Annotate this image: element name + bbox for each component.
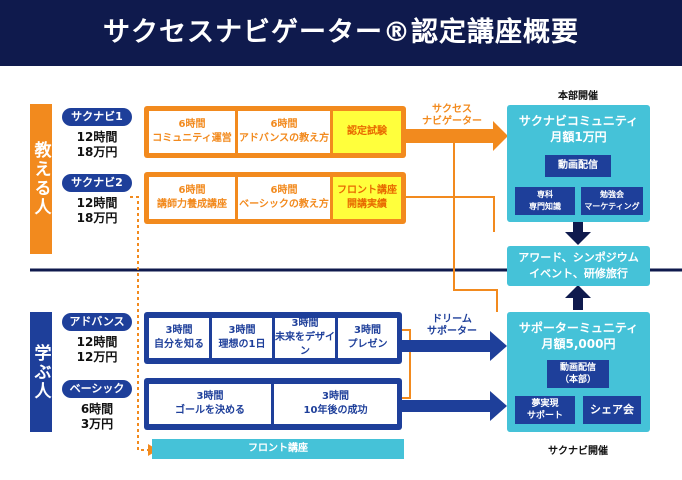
- navi1-price: 18万円: [76, 145, 118, 159]
- navi1-cell-community: 6時間 コミュニティ運営: [149, 111, 235, 153]
- success-navigator-arrow-shaft: [405, 129, 493, 143]
- community-study-box: 勉強会 マーケティング: [581, 187, 643, 215]
- advance-hours: 12時間: [76, 335, 118, 349]
- page-title: サクセスナビゲーター®認定講座概要: [0, 0, 682, 66]
- basic-to-supporter-arrow-shaft: [400, 400, 492, 412]
- basic-cell-decide-goal: 3時間 ゴールを決める: [149, 384, 271, 424]
- advance-price: 12万円: [76, 350, 118, 364]
- navi2-cell-basic-teaching: 6時間 ベーシックの教え方: [238, 177, 330, 219]
- supporter-title: サポーターミュニティ 月額5,000円: [518, 321, 639, 351]
- supporter-to-award-arrow-shaft: [573, 296, 583, 310]
- navi2-hours: 12時間: [76, 196, 118, 210]
- navi2-price: 18万円: [76, 211, 118, 225]
- supporter-dream-box: 夢実現 サポート: [515, 396, 575, 424]
- advance-label: アドバンス: [62, 313, 132, 331]
- supporter-to-award-arrow-head: [565, 285, 591, 298]
- basic-row: 3時間 ゴールを決める 3時間 10年後の成功: [144, 378, 402, 430]
- supporter-video-box: 動画配信 （本部）: [547, 360, 609, 388]
- basic-hours: 6時間: [80, 402, 114, 416]
- advance-cell-know-self: 3時間 自分を知る: [149, 318, 209, 358]
- basic-price: 3万円: [80, 417, 114, 431]
- basic-label: ベーシック: [62, 380, 132, 398]
- navi2-row: 6時間 講師力養成講座 6時間 ベーシックの教え方 フロント講座 開講実績: [144, 172, 406, 224]
- front-course-bar: フロント講座: [152, 439, 404, 459]
- bottom-caption: サクナビ開催: [548, 446, 608, 457]
- basic-to-supporter-arrow-head: [490, 391, 507, 421]
- advance-cell-ideal-day: 3時間 理想の1日: [212, 318, 272, 358]
- advance-cell-presentation: 3時間 プレゼン: [338, 318, 397, 358]
- community-video-box: 動画配信: [545, 155, 611, 177]
- dream-supporter-arrow-shaft: [400, 340, 492, 352]
- navi2-label: サクナビ2: [62, 174, 132, 192]
- navi2-cell-front-record: フロント講座 開講実績: [333, 177, 401, 219]
- advance-cell-design-future: 3時間 未来をデザイン: [275, 318, 335, 358]
- navi2-to-award-line: [405, 196, 495, 232]
- community-title: サクナビコミュニティ 月額1万円: [518, 114, 639, 144]
- navi1-row: 6時間 コミュニティ運営 6時間 アドバンスの教え方 認定試験: [144, 106, 406, 158]
- navi1-hours: 12時間: [76, 130, 118, 144]
- community-to-award-arrow-shaft: [573, 222, 583, 232]
- navi1-label: サクナビ1: [62, 108, 132, 126]
- community-specialty-box: 専科 専門知識: [515, 187, 575, 215]
- supporter-share-box: シェア会: [583, 396, 641, 424]
- community-box: サクナビコミュニティ 月額1万円 動画配信 専科 専門知識 勉強会 マーケティン…: [507, 105, 650, 222]
- dream-supporter-label: ドリーム サポーター: [427, 314, 477, 337]
- learn-section-label: 学ぶ人: [30, 312, 52, 432]
- navi1-cell-exam: 認定試験: [333, 111, 401, 153]
- navi1-cell-advance-teaching: 6時間 アドバンスの教え方: [238, 111, 330, 153]
- community-to-award-arrow-head: [565, 232, 591, 245]
- supporter-box: サポーターミュニティ 月額5,000円 動画配信 （本部） 夢実現 サポート シ…: [507, 312, 650, 432]
- top-caption: 本部開催: [558, 91, 598, 102]
- navi-to-supporter-line: [453, 136, 498, 312]
- success-navigator-label: サクセス ナビゲーター: [422, 104, 482, 127]
- teach-section-label: 教える人: [30, 104, 52, 254]
- basic-cell-success-10y: 3時間 10年後の成功: [274, 384, 397, 424]
- dream-supporter-arrow-head: [490, 331, 507, 361]
- navi2-cell-lecturer: 6時間 講師力養成講座: [149, 177, 235, 219]
- front-course-line: [130, 196, 150, 451]
- navi2-return-line: [400, 329, 411, 399]
- advance-row: 3時間 自分を知る 3時間 理想の1日 3時間 未来をデザイン 3時間 プレゼン: [144, 312, 402, 364]
- success-navigator-arrow-head: [493, 121, 508, 151]
- award-box: アワード、シンポジウム イベント、研修旅行: [507, 246, 650, 286]
